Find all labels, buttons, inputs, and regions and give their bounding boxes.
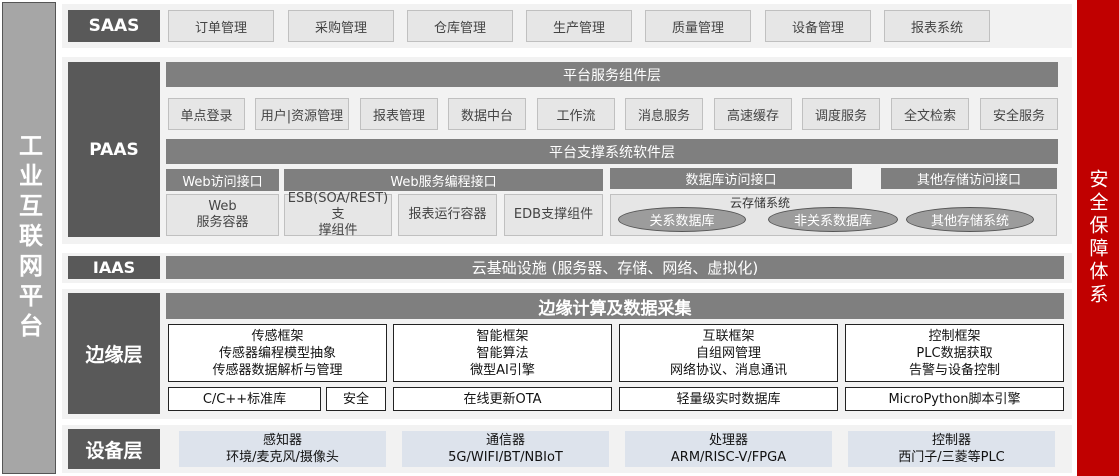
db-access-title: 数据库访问接口: [610, 168, 852, 189]
cloud-storage-item: 其他存储系统: [906, 207, 1034, 232]
web-service-item: 报表运行容器: [398, 194, 497, 236]
iaas-label: IAAS: [68, 256, 160, 279]
edge-framework-box: 传感框架传感器编程模型抽象传感器数据解析与管理: [168, 324, 387, 382]
other-storage-access-title: 其他存储访问接口: [881, 168, 1057, 189]
paas-service-item: 调度服务: [802, 98, 880, 130]
paas-service-item: 数据中台: [448, 98, 526, 130]
saas-item: 生产管理: [526, 10, 632, 42]
platform-side-title: 工业互联网平台: [14, 133, 43, 343]
saas-item: 报表系统: [884, 10, 990, 42]
edge-framework-line: PLC数据获取: [916, 345, 993, 361]
paas-service-item: 单点登录: [168, 98, 245, 130]
edge-framework-line: 传感框架: [251, 328, 304, 344]
device-item-detail: 西门子/三菱等PLC: [898, 450, 1005, 465]
saas-item: 质量管理: [645, 10, 751, 42]
edge-title: 边缘计算及数据采集: [166, 293, 1064, 319]
device-item-title: 通信器: [485, 433, 525, 448]
paas-service-item: 全文检索: [891, 98, 969, 130]
web-access-title: Web访问接口: [166, 169, 279, 191]
paas-service-item: 高速缓存: [714, 98, 792, 130]
iaas-content: 云基础设施 (服务器、存储、网络、虚拟化): [166, 256, 1064, 279]
edge-framework-line: 智能算法: [476, 345, 529, 361]
edge-framework-line: 告警与设备控制: [908, 362, 1000, 378]
edge-framework-line: 传感器编程模型抽象: [218, 345, 336, 361]
device-label: 设备层: [68, 429, 160, 469]
edge-label: 边缘层: [68, 293, 160, 414]
edge-framework-line: 微型AI引擎: [470, 362, 535, 378]
device-item-detail: 环境/麦克风/摄像头: [226, 450, 339, 465]
edge-framework-line: 网络协议、消息通讯: [669, 362, 787, 378]
device-item-title: 处理器: [708, 433, 748, 448]
web-service-item: ESB(SOA/REST)支 撑组件: [284, 191, 392, 238]
edge-framework-box: 智能框架智能算法微型AI引擎: [393, 324, 612, 382]
paas-label: PAAS: [68, 62, 160, 237]
edge-framework-line: 智能框架: [476, 328, 529, 344]
service-layer-title: 平台服务组件层: [166, 62, 1058, 87]
device-item: 通信器 5G/WIFI/BT/NBIoT: [402, 431, 609, 467]
device-item: 处理器 ARM/RISC-V/FPGA: [625, 431, 832, 467]
web-service-container: Web 服务容器: [166, 194, 279, 236]
edge-bottom-item: 在线更新OTA: [393, 387, 612, 411]
platform-side-band: 工业互联网平台: [2, 2, 56, 474]
support-layer-title: 平台支撑系统软件层: [166, 139, 1058, 164]
paas-service-item: 安全服务: [980, 98, 1058, 130]
cloud-storage-item: 非关系数据库: [768, 207, 898, 232]
paas-service-item: 报表管理: [360, 98, 438, 130]
paas-service-item: 用户|资源管理: [255, 98, 349, 130]
edge-framework-line: 传感器数据解析与管理: [212, 362, 343, 378]
cloud-storage-title: 云存储系统: [729, 196, 790, 210]
paas-service-item: 消息服务: [625, 98, 703, 130]
device-item-title: 感知器: [262, 433, 302, 448]
web-service-api-title: Web服务编程接口: [284, 169, 603, 191]
saas-label: SAAS: [68, 10, 160, 42]
device-item-title: 控制器: [931, 433, 971, 448]
edge-framework-line: 控制框架: [928, 328, 981, 344]
cloud-storage-item: 关系数据库: [618, 207, 746, 232]
saas-item: 订单管理: [168, 10, 274, 42]
saas-item: 采购管理: [288, 10, 394, 42]
security-side-title: 安全保障体系: [1086, 169, 1109, 307]
edge-bottom-item: C/C++标准库: [168, 387, 321, 411]
device-item: 感知器环境/麦克风/摄像头: [179, 431, 386, 467]
paas-service-item: 工作流: [537, 98, 615, 130]
device-item-detail: ARM/RISC-V/FPGA: [670, 450, 787, 465]
device-item: 控制器西门子/三菱等PLC: [848, 431, 1055, 467]
edge-framework-box: 互联框架自组网管理网络协议、消息通讯: [619, 324, 838, 382]
web-service-item: EDB支撑组件: [504, 194, 603, 236]
edge-bottom-item: 轻量级实时数据库: [619, 387, 838, 411]
edge-framework-line: 互联框架: [702, 328, 755, 344]
saas-item: 仓库管理: [407, 10, 513, 42]
edge-bottom-item: 安全: [326, 387, 386, 411]
edge-bottom-item: MicroPython脚本引擎: [845, 387, 1064, 411]
edge-framework-line: 自组网管理: [695, 345, 761, 361]
security-side-band: 安全保障体系: [1077, 0, 1119, 476]
device-item-detail: 5G/WIFI/BT/NBIoT: [448, 450, 563, 465]
saas-item: 设备管理: [765, 10, 871, 42]
